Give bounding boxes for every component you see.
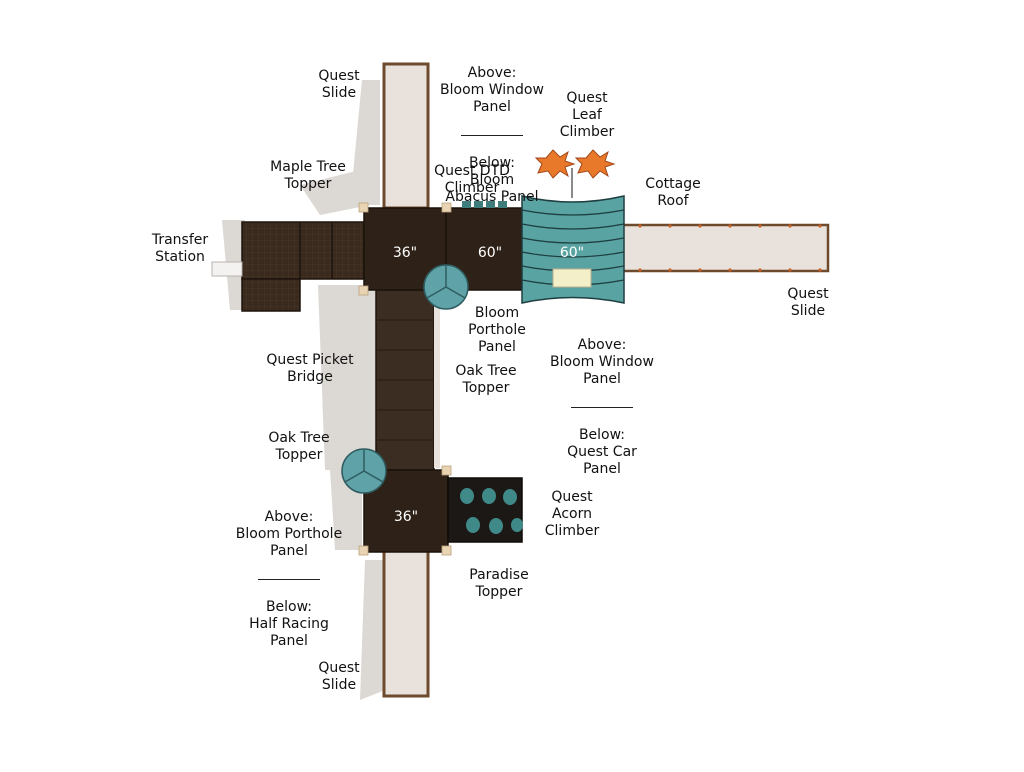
shadows: [222, 80, 385, 700]
label-bloom-porthole-bottom: Above: Bloom Porthole Panel Below: Half …: [226, 492, 352, 667]
label-maple-tree-topper: Maple Tree Topper: [270, 159, 346, 192]
divider: [571, 407, 633, 408]
quest-slide-right: [618, 223, 830, 273]
oak-tree-topper-mid: [423, 264, 469, 310]
label-oak-tree-topper-mid: Oak Tree Topper: [455, 363, 517, 396]
deck-2-label: 60": [478, 245, 502, 261]
label-quest-picket-bridge: Quest Picket Bridge: [266, 352, 354, 385]
label-quest-acorn-climber: Quest Acorn Climber: [544, 489, 600, 539]
shadow-maple: [300, 170, 370, 215]
label-transfer-station: Transfer Station: [151, 232, 209, 265]
label-bloom-window-top-above: Above: Bloom Window Panel: [440, 65, 544, 115]
label-bloom-window-top-below: Below: Bloom Abacus Panel: [445, 155, 539, 205]
oak-tree-topper-left: [341, 448, 387, 494]
label-bloom-window-mid-below: Below: Quest Car Panel: [567, 427, 637, 477]
label-quest-dtd-climber: Quest DTD Climber: [434, 163, 510, 196]
label-quest-slide-right: Quest Slide: [787, 286, 829, 319]
label-bloom-porthole-panel: Bloom Porthole Panel: [468, 305, 526, 355]
label-paradise-topper: Paradise Topper: [469, 567, 529, 600]
quest-picket-bridge: [375, 289, 440, 471]
quest-acorn-climber: [447, 477, 523, 543]
label-oak-tree-topper-left: Oak Tree Topper: [268, 430, 330, 463]
quest-dtd-climber: [462, 201, 507, 208]
label-cottage-roof: Cottage Roof: [645, 176, 701, 209]
shadow-bottom-slide: [360, 560, 385, 700]
quest-leaf-climber: [534, 149, 616, 198]
posts: [358, 202, 452, 556]
transfer-station: [211, 221, 365, 312]
deck-3-label: 60": [560, 245, 584, 261]
quest-slide-bottom: [382, 548, 430, 698]
label-bloom-window-mid: Above: Bloom Window Panel Below: Quest C…: [540, 320, 664, 495]
cottage-roof: [521, 195, 625, 304]
divider: [461, 135, 523, 136]
deck-1-label: 36": [393, 245, 417, 261]
label-bloom-porthole-bottom-above: Above: Bloom Porthole Panel: [235, 509, 343, 559]
label-bloom-window-top: Above: Bloom Window Panel Below: Bloom A…: [430, 48, 554, 223]
divider: [258, 579, 320, 580]
label-bloom-porthole-bottom-below: Below: Half Racing Panel: [249, 599, 329, 649]
deck-4-label: 36": [394, 509, 418, 525]
label-bloom-window-mid-above: Above: Bloom Window Panel: [550, 337, 654, 387]
quest-slide-top: [382, 62, 430, 210]
label-quest-slide-bottom: Quest Slide: [318, 660, 360, 693]
label-quest-slide-top: Quest Slide: [318, 68, 360, 101]
shadow-bridge: [318, 285, 378, 470]
label-quest-leaf-climber: Quest Leaf Climber: [559, 90, 615, 140]
